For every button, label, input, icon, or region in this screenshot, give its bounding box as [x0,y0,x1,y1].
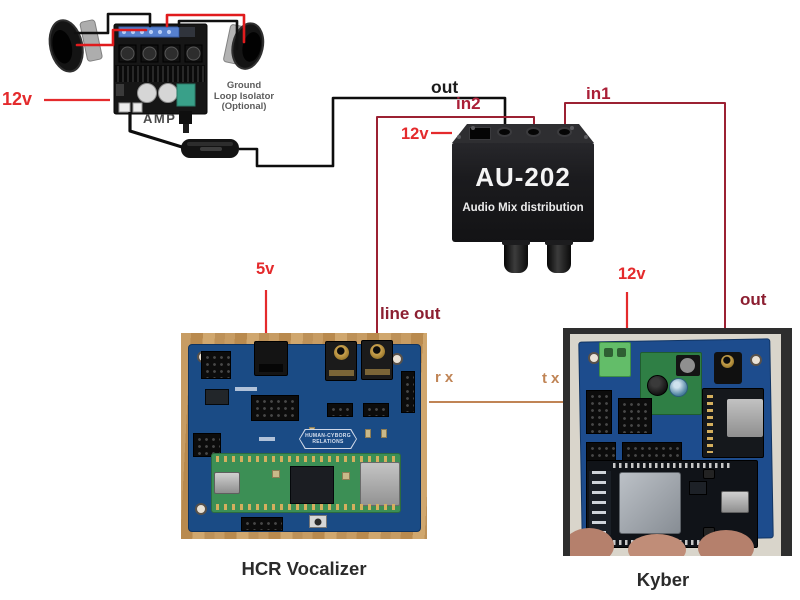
ic-chip [205,389,229,405]
pin-row [707,395,713,453]
in1-wire [564,102,726,329]
inductor [676,355,700,376]
au202-model-text: AU-202 [475,162,571,192]
pin-header [251,395,299,421]
smd-component [365,429,371,438]
kyber-scene [570,334,781,556]
pin-header [241,517,283,531]
teensy-mcu-chip [290,466,334,504]
finger [628,534,686,556]
smd-component [342,472,350,480]
vocalizer-line-out-label: line out [380,304,441,323]
audio-jack [325,341,357,381]
out-jack [497,127,512,137]
iso-note-line2: Loop Isolator [213,90,275,102]
rx-label: rx [435,369,458,386]
au202-subtitle-text: Audio Mix distribution [462,202,584,214]
amp-volume-pot [179,111,192,124]
iso-note-line1: Ground [226,80,262,91]
smd-component [381,429,387,438]
push-button [703,469,715,479]
hcr-logo-text2: RELATIONS [312,439,344,445]
ic-chip [689,481,707,495]
mixer-12v-label: 12v [401,125,429,143]
smd-component [272,470,280,478]
left-speaker-black-wire [73,12,152,35]
dfplayer-module [702,388,764,458]
power-connector-5v [254,341,288,376]
hcr-pcb: HUMAN-CYBORG RELATIONS [188,340,421,532]
pin-header [401,371,415,413]
micro-usb-port [721,491,749,513]
in2-wire [376,116,535,334]
amp-board-illustration [113,23,208,133]
amp-label: AMP [143,111,177,126]
mounting-hole [195,503,207,515]
pin-header [618,398,652,434]
amp-to-isolator-cable [128,112,183,149]
wifi-antenna [589,471,611,535]
ground-loop-isolator-note: Ground Loop Isolator (Optional) [202,80,286,113]
hcr-logo-text: HUMAN-CYBORG [305,433,351,439]
silkscreen-mark [235,387,257,391]
volume-knob [545,240,573,273]
right-speaker-black-wire [177,19,239,51]
left-speaker-red-wire [75,28,148,47]
silkscreen-mark [259,437,275,441]
au202-front-face [452,143,594,242]
vocalizer-5v-label: 5v [256,260,275,278]
screw-icon [471,126,475,130]
sd-card-slot [727,399,763,437]
micro-usb-port [214,472,240,494]
amp-teal-component [176,83,196,107]
amp-capacitor [137,83,157,103]
speaker-wires [73,12,246,51]
screw-icon [584,135,588,139]
kyber-out-label: out [740,290,767,309]
au202-mixer-device: AU-202 Audio Mix distribution [452,124,594,274]
screw-icon [570,126,574,130]
mixer-in1-label: in1 [586,84,611,103]
pin-header [586,390,612,434]
in1-jack [557,127,572,137]
kyber-photo [563,328,792,556]
finger [698,530,754,556]
mixer-out-label: out [431,77,459,97]
in2-jack [526,127,541,137]
hcr-vocalizer-photo: HUMAN-CYBORG RELATIONS [181,333,427,539]
amp-12v-label: 12v [2,89,33,109]
kyber-caption: Kyber [636,569,690,590]
hcr-vocalizer-caption: HCR Vocalizer [241,558,367,579]
audio-out-jack [714,352,742,384]
pin-header [327,403,353,417]
mixer-in2-label: in2 [456,94,481,113]
right-speaker-red-wire [165,13,246,44]
rf-shield [619,472,681,534]
push-button [309,515,327,528]
right-speaker-illustration [223,22,265,70]
amp-capacitor [158,83,178,103]
ground-loop-isolator-device [181,139,239,158]
iso-note-line3: (Optional) [221,101,267,112]
hcr-logo: HUMAN-CYBORG RELATIONS [299,429,357,449]
tx-label: tx [542,370,564,387]
pin-header [363,403,389,417]
capacitor [647,375,668,396]
power-terminal-12v [599,342,631,377]
pin-header [201,351,231,379]
screw-icon [457,135,461,139]
dc-power-jack [469,127,491,140]
teensy-board [211,453,401,513]
mounting-hole [750,354,762,366]
capacitor [669,378,688,397]
kyber-12v-label: 12v [618,265,646,283]
sd-card-slot [360,462,400,506]
volume-knob [502,240,530,273]
finger [570,528,614,556]
out-wire-black [239,96,507,168]
line-out-jack [361,340,393,380]
